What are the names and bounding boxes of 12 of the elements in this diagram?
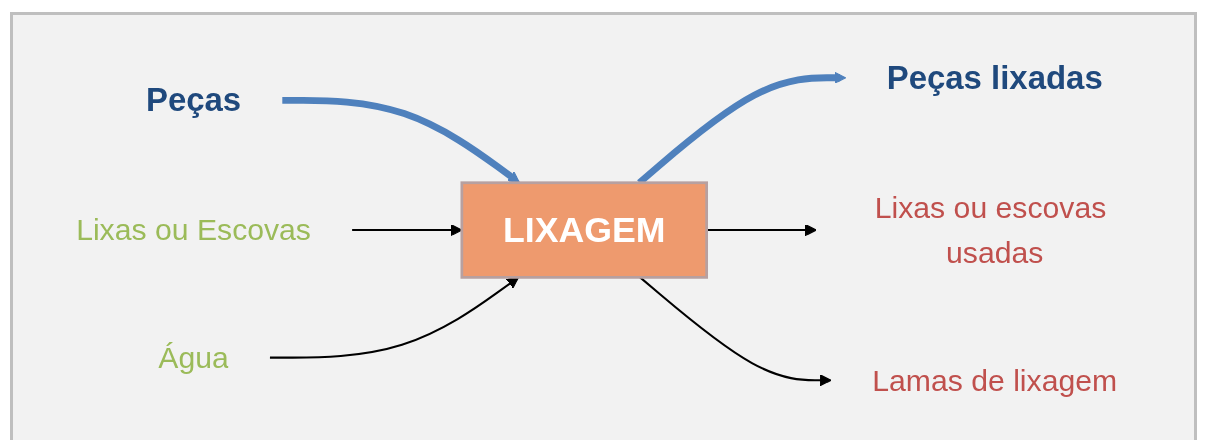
arrow	[269, 276, 519, 359]
arrow	[706, 223, 817, 236]
arrow	[638, 276, 832, 386]
arrow	[281, 96, 520, 183]
arrow	[351, 223, 462, 236]
node-text: Lamas de lixagem	[871, 362, 1117, 397]
node-box: LIXAGEM	[460, 180, 708, 279]
node-text: Lixas ou escovas usadas	[874, 189, 1106, 270]
node-text: Água	[157, 339, 229, 375]
node-text: Peças	[145, 80, 241, 118]
node-text: Lixas ou Escovas	[75, 212, 311, 247]
node-text: Peças lixadas	[886, 58, 1103, 96]
